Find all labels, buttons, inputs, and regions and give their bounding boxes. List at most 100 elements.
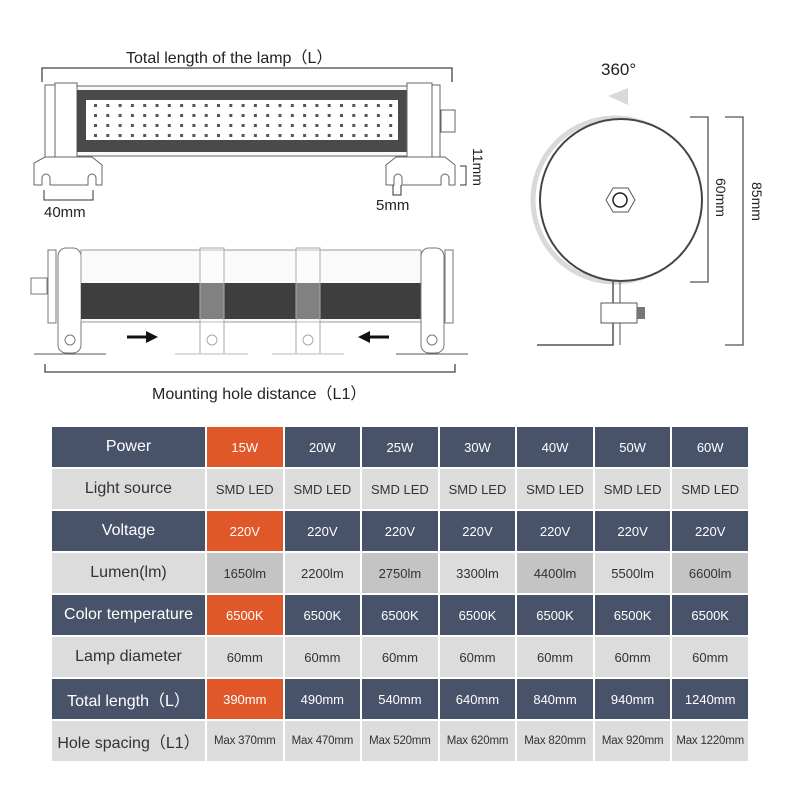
led-dot bbox=[106, 134, 110, 137]
led-dot bbox=[143, 114, 147, 117]
led-dot bbox=[389, 134, 393, 137]
led-dot bbox=[155, 124, 159, 127]
led-dot bbox=[327, 134, 331, 137]
spec-cell: Max 370mm bbox=[205, 719, 285, 763]
spec-cell: 940mm bbox=[592, 677, 673, 721]
led-dot bbox=[118, 134, 122, 137]
led-dot bbox=[180, 134, 184, 137]
spec-row-label: Lamp diameter bbox=[50, 635, 207, 679]
led-dot bbox=[376, 114, 380, 117]
spec-cell: Max 1220mm bbox=[670, 719, 750, 763]
spec-cell: 6500K bbox=[592, 593, 673, 637]
spec-cell: 60mm bbox=[592, 635, 673, 679]
spec-cell: 60mm bbox=[515, 635, 595, 679]
led-dot bbox=[241, 114, 245, 117]
spec-cell: 2200lm bbox=[282, 551, 363, 595]
total-length-label: Total length of the lamp（L） bbox=[126, 50, 333, 67]
led-dot bbox=[143, 124, 147, 127]
led-dot bbox=[106, 104, 110, 107]
spec-cell: 220V bbox=[282, 509, 363, 553]
spec-cell: Max 470mm bbox=[282, 719, 363, 763]
led-dot bbox=[327, 114, 331, 117]
led-dot bbox=[327, 104, 331, 107]
led-dot bbox=[155, 114, 159, 117]
spec-cell: SMD LED bbox=[282, 467, 363, 511]
led-dot bbox=[155, 104, 159, 107]
led-dot bbox=[278, 114, 282, 117]
led-dot bbox=[155, 134, 159, 137]
led-dot bbox=[217, 114, 220, 117]
led-dot bbox=[303, 134, 307, 137]
led-dot bbox=[364, 124, 368, 127]
led-dot bbox=[204, 124, 208, 127]
led-dot bbox=[180, 114, 184, 117]
led-dot bbox=[266, 134, 270, 137]
led-dot bbox=[143, 104, 147, 107]
spec-cell: SMD LED bbox=[515, 467, 595, 511]
led-dot bbox=[167, 104, 171, 107]
led-dot bbox=[192, 124, 196, 127]
spec-cell: 60mm bbox=[360, 635, 440, 679]
spec-row-label: Voltage bbox=[50, 509, 207, 553]
spec-cell: 220V bbox=[437, 509, 518, 553]
led-dot bbox=[253, 134, 257, 137]
led-dot bbox=[352, 134, 356, 137]
led-dot bbox=[290, 124, 294, 127]
led-dot bbox=[315, 124, 319, 127]
spec-row-label: Lumen(lm) bbox=[50, 551, 207, 595]
led-dot bbox=[94, 104, 97, 107]
spec-row-label: Hole spacing（L1） bbox=[50, 719, 207, 763]
led-dot bbox=[167, 134, 171, 137]
slot-width-label: 5mm bbox=[376, 197, 410, 214]
led-dot bbox=[217, 134, 220, 137]
led-dot bbox=[303, 104, 307, 107]
led-dot bbox=[229, 134, 233, 137]
spec-cell: 60mm bbox=[670, 635, 750, 679]
led-dot bbox=[290, 104, 294, 107]
led-dot bbox=[253, 124, 257, 127]
spec-row-label: Color temperature bbox=[50, 593, 207, 637]
led-dot bbox=[253, 114, 257, 117]
spec-cell: 60mm bbox=[437, 635, 518, 679]
led-dot bbox=[376, 134, 380, 137]
spec-cell: 20W bbox=[282, 425, 363, 469]
led-dot bbox=[266, 104, 270, 107]
spec-cell: 220V bbox=[515, 509, 595, 553]
led-dot bbox=[192, 114, 196, 117]
top-view-lamp-drawing bbox=[33, 67, 467, 201]
led-dot bbox=[364, 114, 368, 117]
led-dot bbox=[290, 114, 294, 117]
led-dot bbox=[364, 134, 368, 137]
spec-cell: 60mm bbox=[205, 635, 285, 679]
spec-cell: 6500K bbox=[282, 593, 363, 637]
spec-cell: 4400lm bbox=[515, 551, 595, 595]
led-dot bbox=[143, 134, 147, 137]
led-dot bbox=[217, 104, 220, 107]
dimension-diagram: Total length of the lamp（L） 40mm 5mm 11m… bbox=[30, 50, 765, 403]
spec-cell: 490mm bbox=[282, 677, 363, 721]
spec-cell: 50W bbox=[592, 425, 673, 469]
led-dot bbox=[266, 114, 270, 117]
led-dot bbox=[167, 124, 171, 127]
spec-cell: SMD LED bbox=[437, 467, 518, 511]
bracket-width-label: 40mm bbox=[44, 204, 86, 221]
spec-cell: 640mm bbox=[437, 677, 518, 721]
led-dot bbox=[266, 124, 270, 127]
spec-cell: 60W bbox=[670, 425, 750, 469]
led-dot bbox=[118, 124, 122, 127]
arrow-right-icon bbox=[127, 331, 158, 343]
led-dot bbox=[180, 124, 184, 127]
spec-cell: 30W bbox=[437, 425, 518, 469]
led-dot-grid bbox=[94, 104, 393, 137]
led-dot bbox=[118, 114, 122, 117]
led-dot bbox=[340, 124, 343, 127]
led-dot bbox=[278, 124, 282, 127]
spec-cell: 220V bbox=[592, 509, 673, 553]
led-dot bbox=[303, 114, 307, 117]
spec-cell: 3300lm bbox=[437, 551, 518, 595]
led-dot bbox=[315, 134, 319, 137]
led-dot bbox=[130, 114, 134, 117]
